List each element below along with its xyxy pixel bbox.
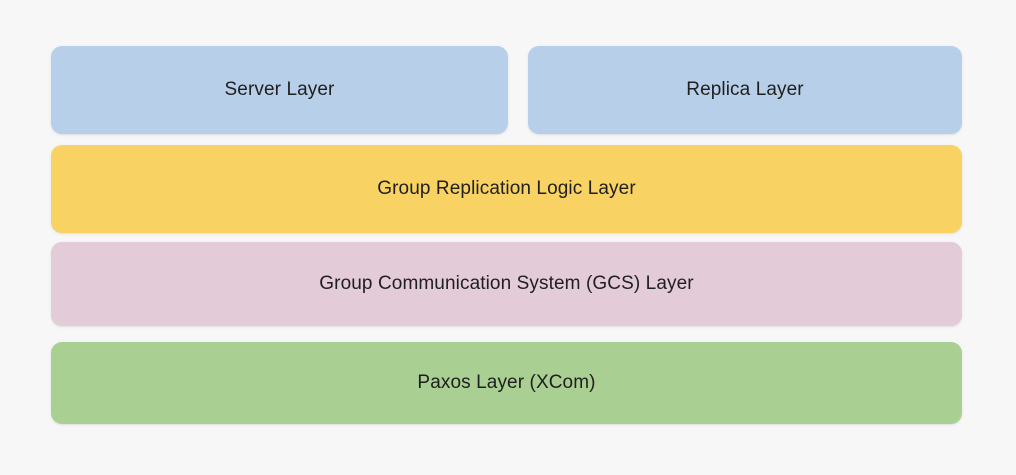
layer-label-group-communication-system: Group Communication System (GCS) Layer (319, 272, 694, 294)
layer-box-server[interactable]: Server Layer (51, 46, 508, 134)
layer-box-paxos[interactable]: Paxos Layer (XCom) (51, 342, 962, 424)
layer-label-server: Server Layer (224, 78, 335, 100)
layer-box-group-replication-logic[interactable]: Group Replication Logic Layer (51, 145, 962, 233)
layer-label-replica: Replica Layer (686, 78, 804, 100)
layer-box-replica[interactable]: Replica Layer (528, 46, 962, 134)
layer-label-group-replication-logic: Group Replication Logic Layer (377, 177, 636, 199)
layer-box-group-communication-system[interactable]: Group Communication System (GCS) Layer (51, 242, 962, 326)
layer-label-paxos: Paxos Layer (XCom) (417, 371, 596, 393)
